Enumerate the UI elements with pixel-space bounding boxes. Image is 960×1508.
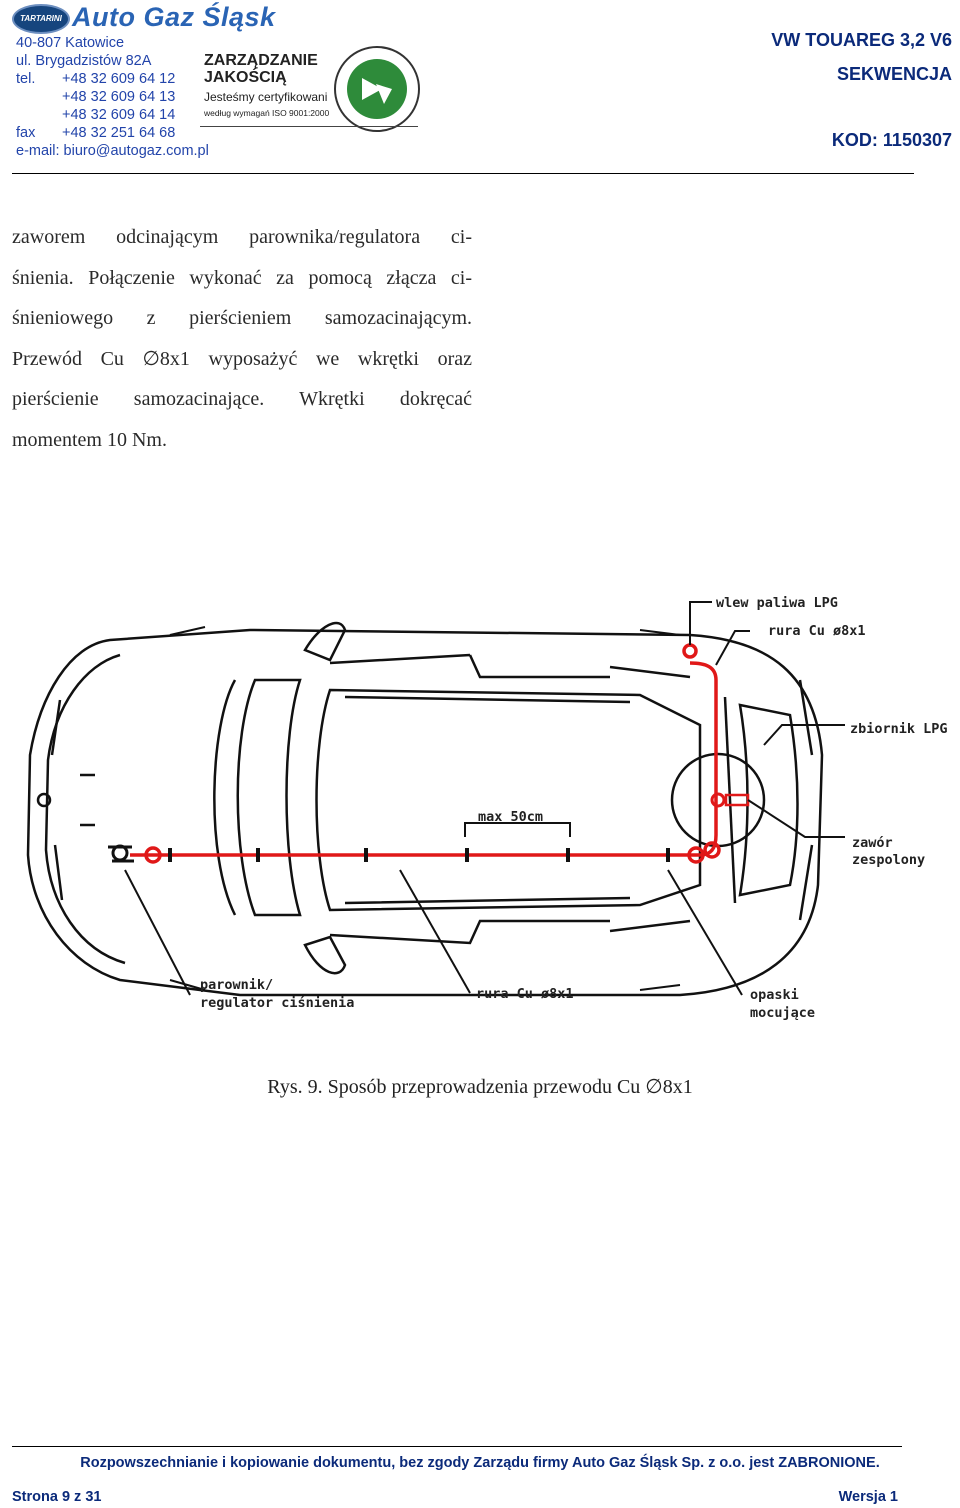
system-type: SEKWENCJA	[836, 64, 952, 84]
text-line: pierścienie samozacinające. Wkrętki dokr…	[12, 388, 472, 411]
body-paragraph: zaworem odcinającym parownika/regulatora…	[12, 217, 472, 461]
text-line: Przewód Cu ∅8x1 wyposażyć we wkrętki ora…	[12, 347, 472, 370]
product-code: KOD: 1150307	[831, 130, 952, 150]
address-line: 40-807 Katowice	[16, 35, 125, 51]
installation-diagram: max 50cm wlew paliwa LPG rura Cu ø8x1 zb…	[26, 595, 948, 1021]
iso-seal-icon	[334, 46, 420, 132]
reducer-label-2: regulator ciśnienia	[200, 995, 354, 1011]
figure-caption: Rys. 9. Sposób przeprowadzenia przewodu …	[267, 1076, 693, 1098]
filler-label: wlew paliwa LPG	[716, 595, 838, 611]
pipe-top-label: rura Cu ø8x1	[768, 623, 866, 639]
copyright-notice: Rozpowszechnianie i kopiowanie dokumentu…	[80, 1455, 880, 1471]
company-address: 40-807 Katowice ul. Brygadzistów 82A tel…	[16, 34, 209, 160]
reducer-label-1: parownik/	[200, 977, 273, 993]
clips-label-1: opaski	[750, 987, 799, 1003]
text-line: śnienia. Połączenie wykonać za pomocą zł…	[12, 266, 472, 289]
clips-label-2: mocujące	[750, 1005, 815, 1021]
max-label: max 50cm	[478, 809, 543, 825]
address-line: tel.+48 32 609 64 12	[16, 71, 176, 87]
valve-label-1: zawór	[852, 835, 893, 851]
brand-name: Auto Gaz Śląsk	[72, 2, 276, 32]
car-outline	[26, 621, 824, 997]
tartarini-logo: TARTARINI	[12, 4, 70, 34]
quality-underline	[200, 126, 418, 127]
page-number: Strona 9 z 31	[12, 1489, 102, 1505]
address-line: +48 32 609 64 14	[62, 107, 176, 123]
email-line: e-mail: biuro@autogaz.com.pl	[16, 143, 209, 159]
lpg-tank-shape	[670, 752, 766, 848]
tank-label: zbiornik LPG	[850, 721, 948, 737]
lpg-pipe	[130, 643, 721, 864]
address-line: ul. Brygadzistów 82A	[16, 53, 152, 69]
text-line: zaworem odcinającym parownika/regulatora…	[12, 226, 472, 248]
document-version: Wersja 1	[838, 1489, 898, 1505]
pipe-clips	[168, 848, 670, 862]
text-line: momentem 10 Nm.	[12, 428, 167, 451]
quality-title: ZARZĄDZANIE JAKOŚCIĄ	[204, 52, 318, 86]
quality-standard: według wymagań ISO 9001:2000	[204, 108, 330, 118]
vehicle-model: VW TOUAREG 3,2 V6	[771, 30, 952, 50]
tank-valve-circle	[710, 792, 726, 808]
text-line: śnieniowego z pierścieniem samozacinając…	[12, 307, 472, 330]
address-line: +48 32 609 64 13	[62, 89, 176, 105]
footer-divider	[12, 1446, 902, 1447]
pipe-bottom-label: rura Cu ø8x1	[476, 986, 574, 1002]
quality-subtitle: Jesteśmy certyfikowani	[204, 90, 328, 104]
address-line: fax+48 32 251 64 68	[16, 125, 176, 141]
max-bracket	[464, 822, 571, 837]
detail-marks	[169, 626, 681, 991]
valve-label-2: zespolony	[852, 852, 925, 868]
reducer-shape	[108, 844, 134, 863]
leader-lines	[124, 601, 845, 996]
header-divider	[12, 173, 914, 174]
